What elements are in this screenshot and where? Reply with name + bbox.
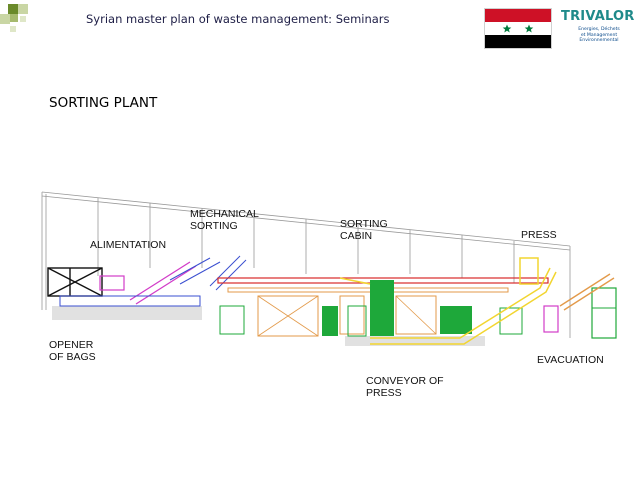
green-containers — [219, 280, 617, 339]
label-line: MECHANICAL — [190, 208, 259, 220]
logo-tagline-line: et Management — [580, 32, 618, 38]
label-line: SORTING — [340, 218, 388, 230]
label-alimentation: ALIMENTATION — [90, 239, 167, 251]
label-sorting-cabin: SORTING CABIN — [340, 218, 388, 242]
logo-tagline: Energies, Déchets et Management Environn… — [566, 27, 632, 44]
label-line: PRESS — [366, 387, 402, 399]
label-line: SORTING — [190, 220, 238, 232]
alimentation-frame — [59, 257, 221, 307]
corner-decoration — [0, 4, 28, 32]
building-outline — [41, 191, 571, 338]
mechanical-sorting-screen — [209, 255, 247, 291]
label-line: OF BAGS — [49, 351, 96, 363]
label-evacuation: EVACUATION — [537, 354, 604, 366]
label-conveyor-of-press: CONVEYOR OF PRESS — [366, 375, 444, 399]
header-title: Syrian master plan of waste management: … — [86, 12, 390, 26]
label-line: CABIN — [340, 230, 373, 242]
sorting-plant-diagram — [41, 191, 617, 346]
label-mechanical-sorting: MECHANICAL SORTING — [190, 208, 259, 232]
ground-fill — [52, 306, 485, 346]
logo-tagline-line: Energies, Déchets — [578, 27, 620, 32]
label-opener-of-bags: OPENER OF BAGS — [49, 339, 96, 363]
logo-tagline-line: Environnemental — [579, 38, 619, 44]
label-line: CONVEYOR OF — [366, 375, 444, 387]
label-press: PRESS — [521, 229, 557, 241]
press-conveyor — [339, 257, 557, 345]
syrian-flag-icon — [484, 8, 552, 49]
opener-of-bags-machine — [47, 267, 103, 297]
alimentation-conveyor — [129, 261, 197, 305]
main-sorting-line — [217, 277, 549, 337]
label-line: OPENER — [49, 339, 94, 351]
trivalor-logo: TRIVALOR — [561, 9, 635, 24]
slide-title: SORTING PLANT — [49, 95, 158, 111]
evacuation-conveyor — [559, 273, 615, 311]
